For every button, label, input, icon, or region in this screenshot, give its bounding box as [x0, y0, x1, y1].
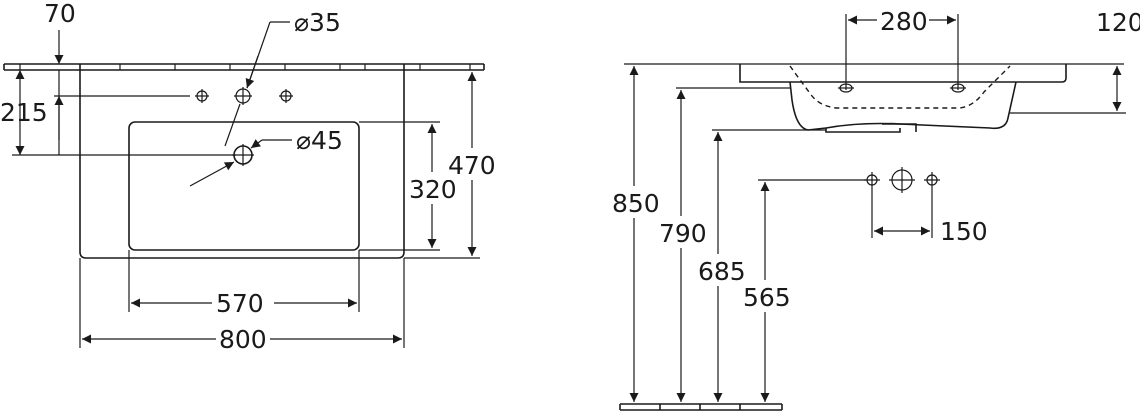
side-tap-holes: [838, 83, 966, 93]
dim-850-label: 850: [612, 189, 660, 218]
basin-outline: [79, 64, 405, 259]
floor: [619, 403, 783, 411]
dim-215-label: 215: [0, 98, 48, 127]
side-view: 280 120 850 790 685 565: [610, 6, 1140, 411]
dim-790-label: 790: [659, 219, 707, 248]
dim-120-label: 120: [1096, 8, 1140, 37]
basin-foot: [825, 128, 901, 133]
dim-45-label: ⌀45: [296, 126, 343, 155]
dim-570-label: 570: [216, 289, 264, 318]
dim-470-label: 470: [448, 151, 496, 180]
dim-35-leader: [246, 21, 290, 89]
dim-685-label: 685: [698, 257, 746, 286]
top-view: 70 215 ⌀35 ⌀45 320 470 570: [0, 0, 498, 354]
dim-150-label: 150: [940, 217, 988, 246]
tap-elevation-symbols: [864, 167, 940, 193]
dim-35-label: ⌀35: [294, 8, 341, 37]
dim-280-label: 280: [880, 7, 928, 36]
drain-stub: [882, 123, 917, 132]
countertop-outline: [3, 63, 485, 71]
countertop-ticks: [19, 64, 471, 70]
dim-800-label: 800: [219, 325, 267, 354]
dim-70-label: 70: [44, 0, 76, 28]
tap-holes: [195, 87, 293, 105]
inner-bowl: [128, 121, 360, 251]
basin-profile: [739, 64, 1067, 131]
dim-565-label: 565: [743, 283, 791, 312]
inner-bowl-hidden: [789, 65, 1011, 109]
